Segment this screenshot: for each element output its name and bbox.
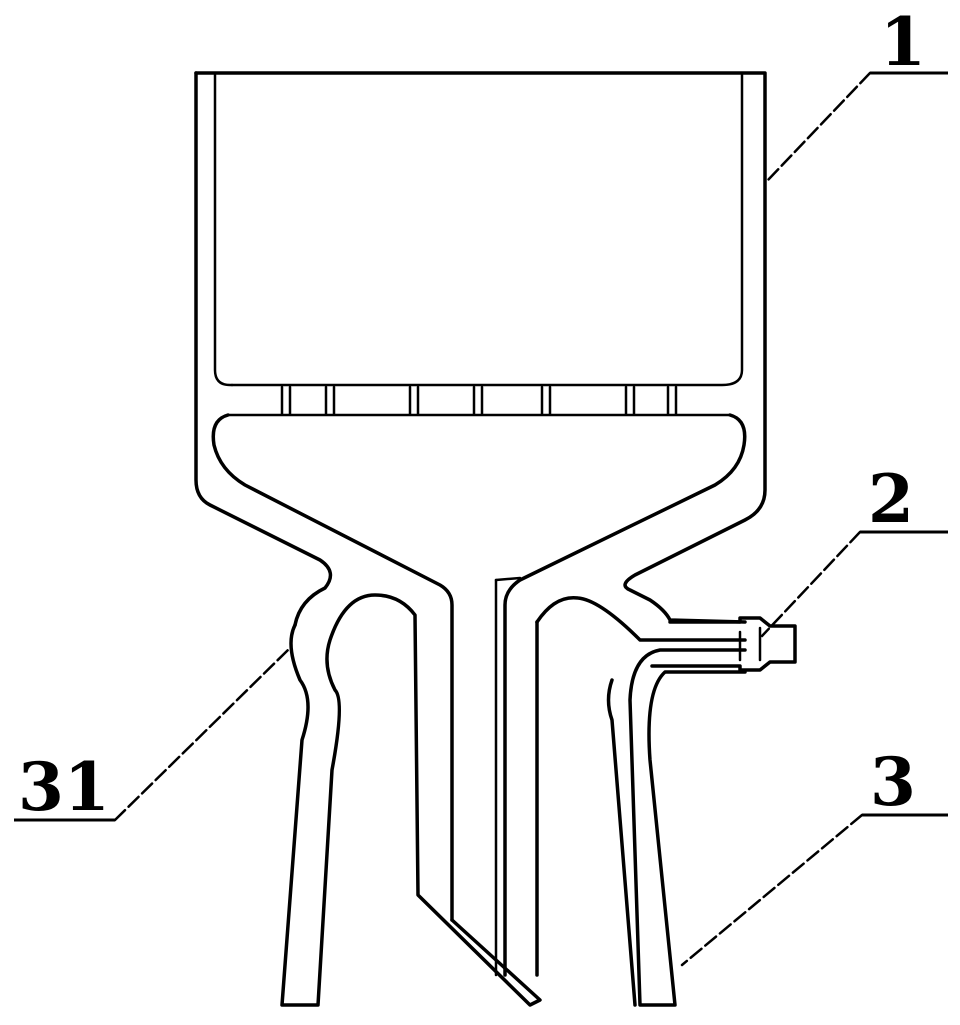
- callout-label-2: 2: [868, 460, 914, 538]
- funnel-chamber: [211, 413, 747, 977]
- callout-label-1: 1: [880, 3, 926, 81]
- receiver-tube: [280, 593, 747, 1007]
- callout-label-3: 3: [870, 743, 916, 821]
- filter-plate: [226, 383, 732, 417]
- callout-label-31: 31: [18, 748, 110, 826]
- cup-body: [194, 71, 767, 627]
- side-nozzle: [650, 616, 797, 672]
- callout-2: 2: [760, 460, 948, 638]
- callout-3: 3: [680, 743, 948, 967]
- callout-1: 1: [766, 3, 948, 182]
- callout-31: 31: [14, 646, 292, 826]
